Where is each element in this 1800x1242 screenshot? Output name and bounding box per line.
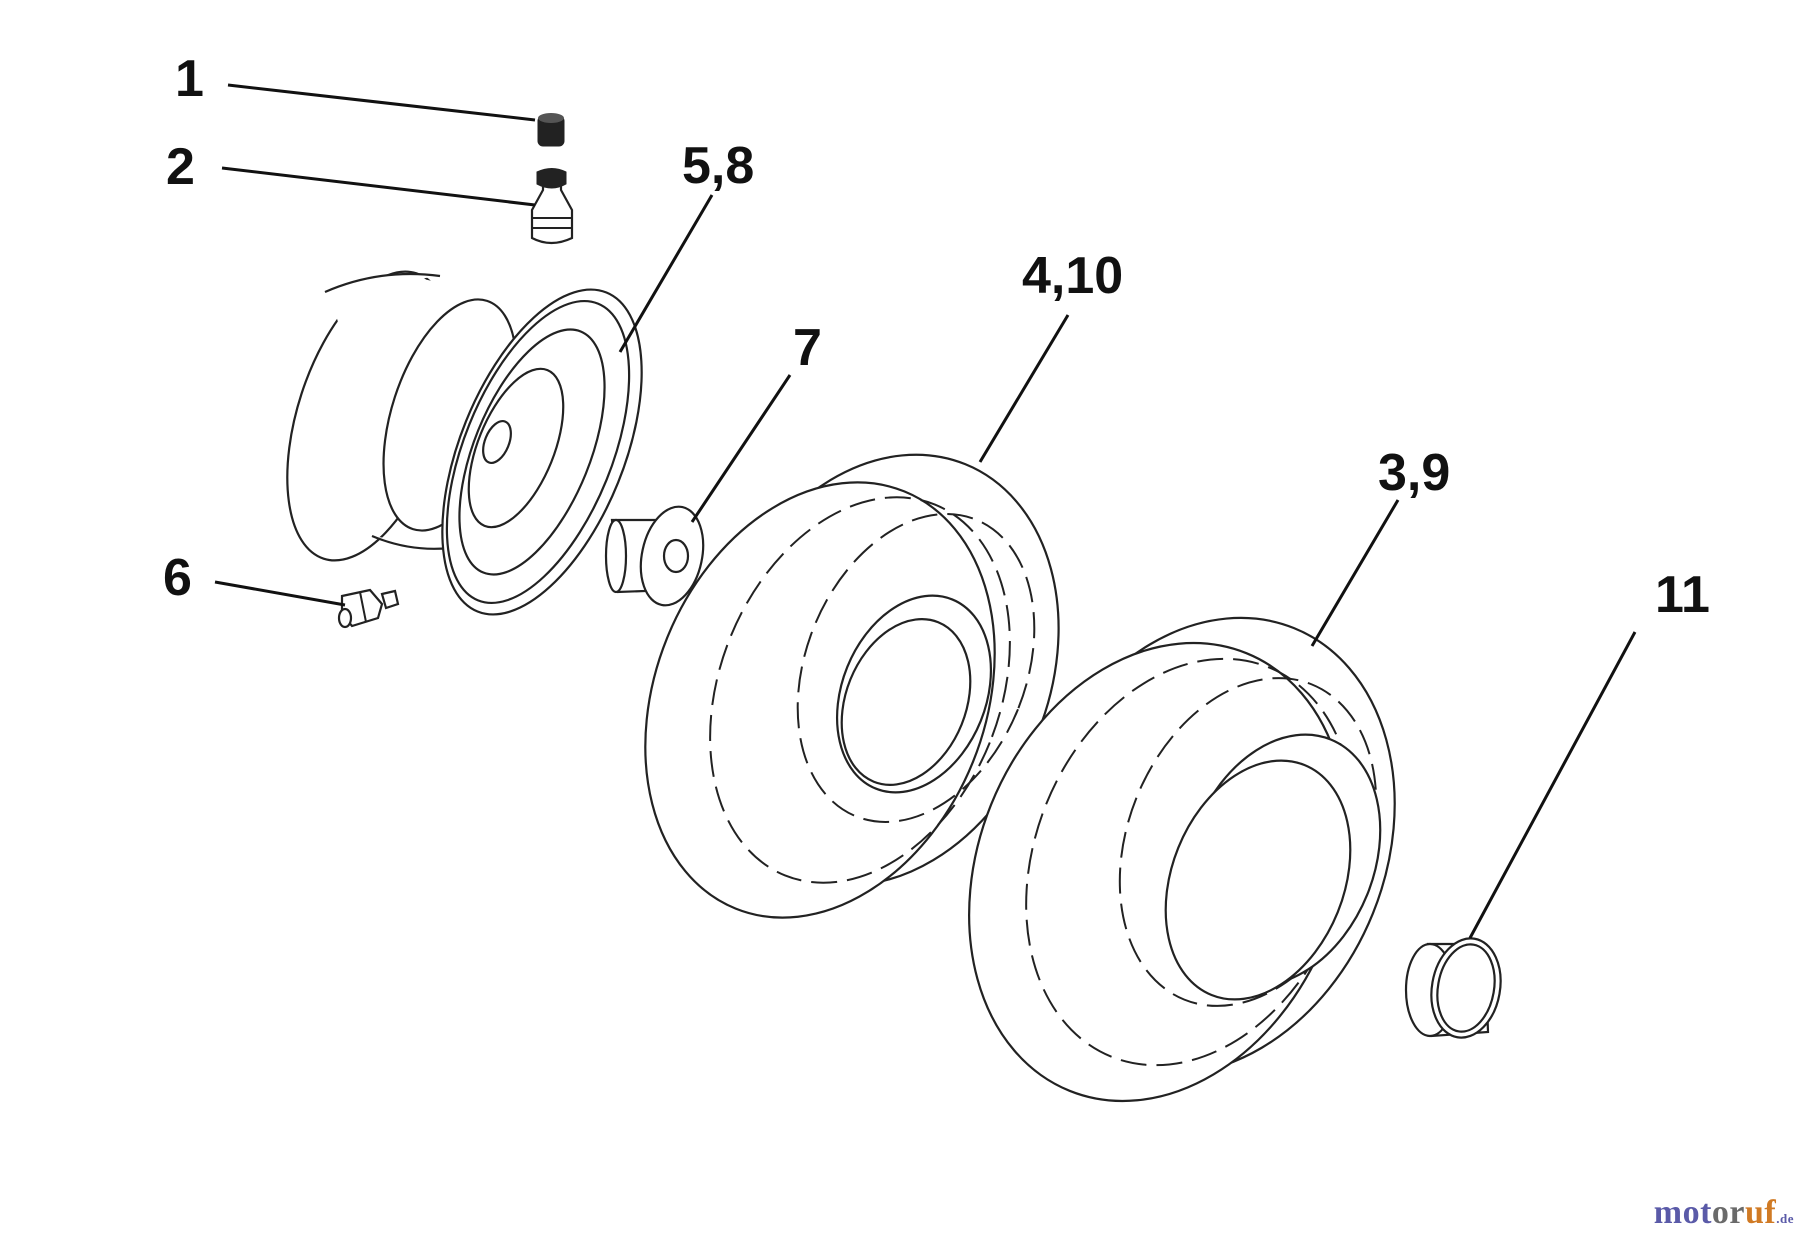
leader-3-9 <box>1310 499 1400 647</box>
grease-fitting-part <box>337 588 400 629</box>
leader-11 <box>1468 631 1637 939</box>
callout-labels: 1 2 5,8 4,10 7 3,9 6 11 <box>163 50 1710 624</box>
leader-2 <box>221 166 536 207</box>
callout-1: 1 <box>175 50 204 108</box>
callout-3-9: 3,9 <box>1378 444 1450 502</box>
watermark-brand-b: or <box>1711 1194 1746 1231</box>
leader-6 <box>214 580 346 607</box>
watermark-logo: motoruf.de <box>1654 1194 1794 1232</box>
watermark-suffix: .de <box>1776 1211 1794 1226</box>
leader-lines <box>214 83 1637 939</box>
callout-2: 2 <box>166 138 195 196</box>
watermark-brand-a: mot <box>1653 1194 1712 1231</box>
tire-front-part <box>644 453 1060 919</box>
hub-cap-part <box>1404 937 1502 1039</box>
leader-4-10 <box>978 314 1070 463</box>
callout-11: 11 <box>1655 566 1710 624</box>
callout-5-8: 5,8 <box>682 137 754 195</box>
callout-6: 6 <box>163 549 192 607</box>
bushing-part <box>604 505 705 607</box>
wheel-rim-part <box>286 270 643 616</box>
tire-rear-part <box>968 616 1396 1103</box>
leader-1 <box>227 83 536 122</box>
callout-7: 7 <box>793 319 822 377</box>
valve-cap-part <box>537 113 565 147</box>
watermark-brand-c: uf <box>1745 1194 1777 1231</box>
valve-stem-part <box>530 168 574 245</box>
leader-5-8 <box>618 194 714 353</box>
callout-4-10: 4,10 <box>1022 247 1123 305</box>
leader-7 <box>690 374 792 523</box>
